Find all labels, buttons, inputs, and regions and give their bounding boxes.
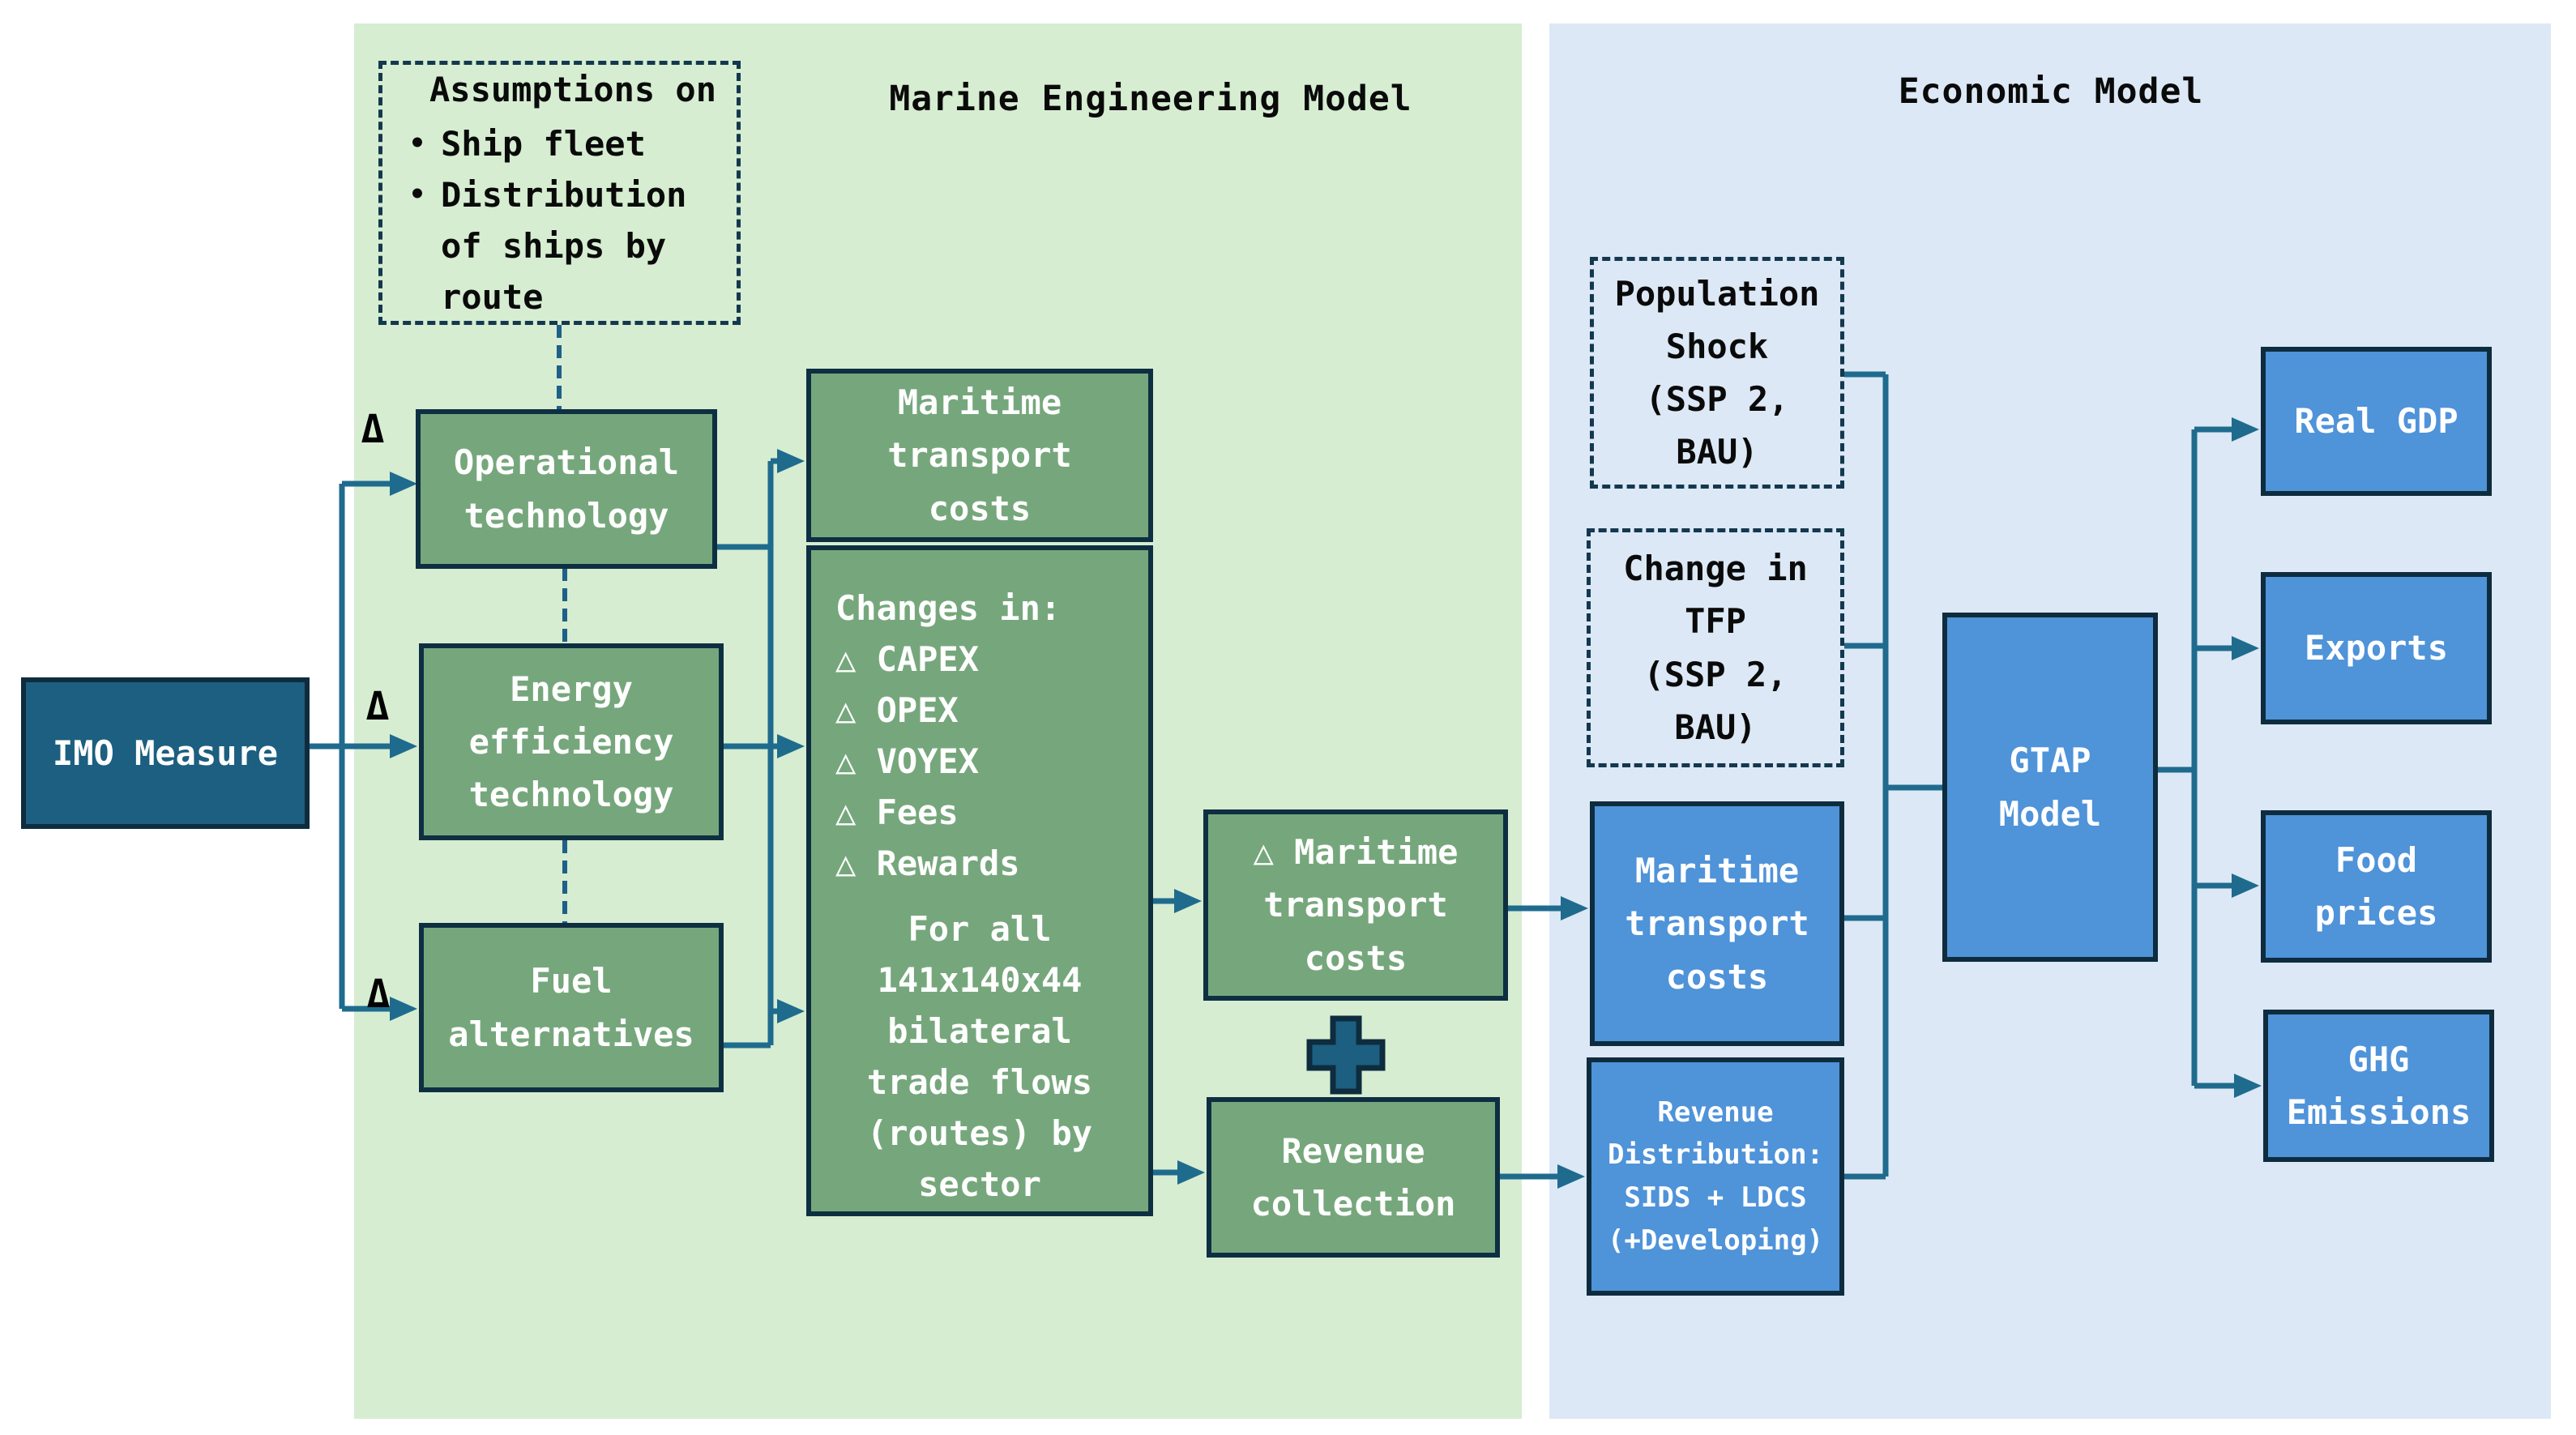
changes-item: △ Rewards <box>835 843 1020 883</box>
bullet-icon: • <box>408 126 426 160</box>
real-gdp-box: Real GDP <box>2261 347 2492 496</box>
maritime-transport-costs-blue-box: Maritime transport costs <box>1590 801 1844 1046</box>
solid-connectors <box>310 371 2234 1180</box>
change-in-tfp-box: Change in TFP (SSP 2, BAU) <box>1587 528 1844 767</box>
arrowhead-food-prices <box>2232 873 2259 898</box>
arrowhead-revenue-collection <box>1177 1160 1205 1185</box>
changes-item: △ Fees <box>835 792 959 832</box>
exports-box: Exports <box>2261 572 2492 724</box>
changes-heading: Changes in: <box>835 588 1062 628</box>
delta-icon: Δ <box>361 407 385 452</box>
arrowhead-changes-lower <box>777 999 805 1023</box>
changes-item: △ OPEX <box>835 690 959 730</box>
bullet-icon: • <box>408 177 426 211</box>
delta-icon: Δ <box>365 684 390 729</box>
changes-item: △ VOYEX <box>835 741 980 781</box>
changes-box: Changes in: △ CAPEX △ OPEX △ VOYEX △ Fee… <box>806 545 1153 1216</box>
assumptions-item-label: Distribution of ships by route <box>441 174 687 317</box>
plus-icon <box>1306 1015 1386 1095</box>
assumptions-item: • Distribution of ships by route <box>394 169 725 322</box>
arrowhead-real-gdp <box>2232 417 2259 442</box>
ghg-emissions-box: GHG Emissions <box>2263 1010 2494 1162</box>
arrowhead-revenue-distribution <box>1557 1164 1585 1189</box>
arrowhead-ghg <box>2234 1074 2262 1098</box>
economic-model-title: Economic Model <box>1898 71 2204 112</box>
dashed-connectors <box>557 325 567 923</box>
assumptions-box: Assumptions on • Ship fleet • Distributi… <box>378 61 741 325</box>
arrowhead-delta-costs <box>1174 889 1202 913</box>
population-shock-box: Population Shock (SSP 2, BAU) <box>1590 257 1844 489</box>
energy-efficiency-technology-box: Energy efficiency technology <box>419 643 724 840</box>
food-prices-box: Food prices <box>2261 810 2492 963</box>
arrowhead-operational <box>390 472 417 496</box>
arrowhead-exports <box>2232 636 2259 660</box>
fuel-alternatives-box: Fuel alternatives <box>419 923 724 1092</box>
assumptions-heading: Assumptions on <box>429 69 717 109</box>
revenue-collection-box: Revenue collection <box>1207 1097 1500 1258</box>
assumptions-item-label: Ship fleet <box>441 123 646 164</box>
arrowhead-fuel <box>390 997 417 1021</box>
arrowhead-changes-upper <box>777 734 805 758</box>
changes-item: △ CAPEX <box>835 639 980 679</box>
revenue-distribution-box: Revenue Distribution: SIDS + LDCS (+Deve… <box>1587 1057 1844 1296</box>
arrowheads <box>390 417 2262 1189</box>
gtap-model-box: GTAP Model <box>1942 613 2158 962</box>
changes-footer: For all 141x140x44 bilateral trade flows… <box>866 909 1093 1204</box>
delta-icon: Δ <box>366 972 391 1017</box>
arrowhead-maritime-costs <box>777 449 805 473</box>
maritime-transport-costs-box: Maritime transport costs <box>806 369 1153 542</box>
imo-measure-box: IMO Measure <box>21 677 310 829</box>
marine-model-title: Marine Engineering Model <box>889 79 1412 119</box>
arrowhead-maritime-blue <box>1561 896 1588 920</box>
operational-technology-box: Operational technology <box>416 409 717 569</box>
arrowhead-energy <box>390 734 417 758</box>
assumptions-item: • Ship fleet <box>394 118 646 169</box>
delta-maritime-transport-costs-box: △ Maritime transport costs <box>1203 809 1508 1001</box>
